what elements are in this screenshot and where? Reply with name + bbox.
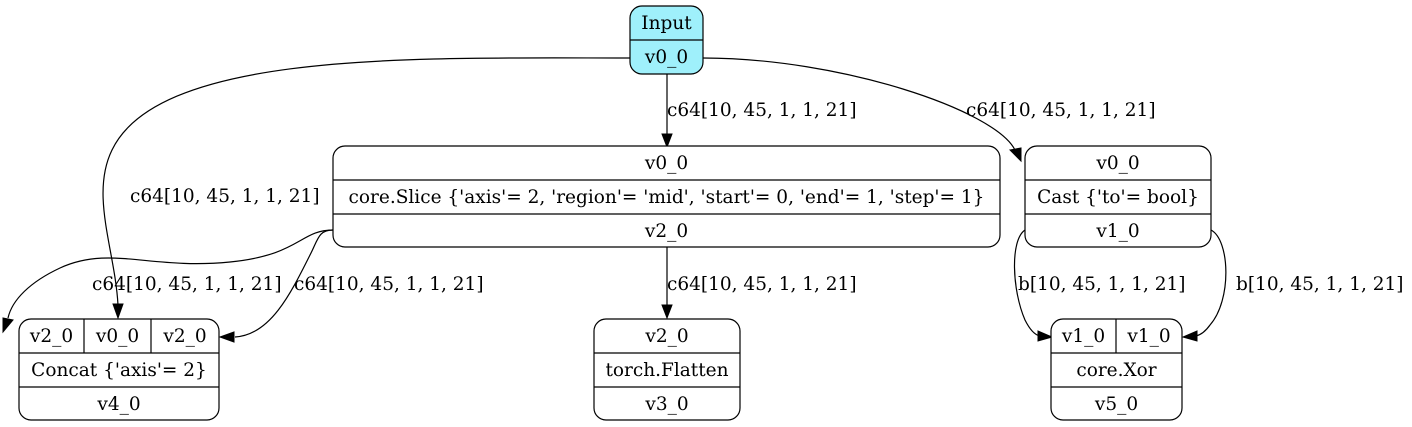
node-xor-op: core.Xor [1076,360,1156,381]
edge-label-slice-to-concat-a: c64[10, 45, 1, 1, 21] [92,274,282,295]
node-xor-input-1: v1_0 [1061,326,1105,347]
arrowhead [1008,147,1022,163]
edge-cast-to-xor-b [1195,229,1227,337]
edges: c64[10, 45, 1, 1, 21] c64[10, 45, 1, 1, … [2,57,1404,343]
arrowhead [661,133,673,149]
node-xor-output: v5_0 [1094,394,1138,415]
node-slice-output: v2_0 [644,221,688,242]
node-flatten-input: v2_0 [644,326,688,347]
node-slice[interactable]: v0_0 core.Slice {'axis'= 2, 'region'= 'm… [332,145,1001,248]
node-concat-op: Concat {'axis'= 2} [31,360,207,381]
edge-label-slice-to-flatten: c64[10, 45, 1, 1, 21] [667,274,857,295]
edge-cast-to-xor-a [1013,229,1041,337]
node-cast-op: Cast {'to'= bool} [1037,187,1199,208]
node-xor[interactable]: v1_0 v1_0 core.Xor v5_0 [1050,318,1183,421]
edge-input-to-concat [102,57,631,306]
arrowhead [661,304,673,320]
edge-slice-to-concat-a [7,229,334,319]
arrowhead [2,317,14,334]
node-concat-input-2: v0_0 [95,326,139,347]
node-concat-input-1: v2_0 [29,326,73,347]
node-cast-input: v0_0 [1095,153,1139,174]
node-concat-output: v4_0 [96,394,140,415]
arrowhead [1181,330,1198,342]
node-input[interactable]: Input v0_0 [629,5,704,75]
node-slice-input: v0_0 [644,153,688,174]
node-input-output: v0_0 [644,47,688,68]
node-concat[interactable]: v2_0 v0_0 v2_0 Concat {'axis'= 2} v4_0 [18,318,220,421]
edge-label-input-to-slice: c64[10, 45, 1, 1, 21] [667,100,857,121]
edge-input-to-cast [702,57,1016,151]
node-xor-input-2: v1_0 [1126,326,1170,347]
edge-label-input-to-concat: c64[10, 45, 1, 1, 21] [130,186,320,207]
node-flatten[interactable]: v2_0 torch.Flatten v3_0 [593,318,741,421]
node-flatten-op: torch.Flatten [605,360,728,381]
edge-label-cast-to-xor-b: b[10, 45, 1, 1, 21] [1236,274,1404,295]
node-slice-op: core.Slice {'axis'= 2, 'region'= 'mid', … [349,187,985,208]
node-flatten-output: v3_0 [644,394,688,415]
edge-label-slice-to-concat-b: c64[10, 45, 1, 1, 21] [294,274,484,295]
node-cast-output: v1_0 [1095,221,1139,242]
edge-label-input-to-cast: c64[10, 45, 1, 1, 21] [966,100,1156,121]
arrowhead [1037,330,1054,342]
edge-slice-to-concat-b [234,229,334,338]
node-input-title: Input [641,13,692,34]
node-concat-input-3: v2_0 [162,326,206,347]
arrowhead [112,303,124,320]
edge-label-cast-to-xor-a: b[10, 45, 1, 1, 21] [1018,274,1186,295]
node-cast[interactable]: v0_0 Cast {'to'= bool} v1_0 [1024,145,1212,248]
arrowhead [218,331,235,343]
